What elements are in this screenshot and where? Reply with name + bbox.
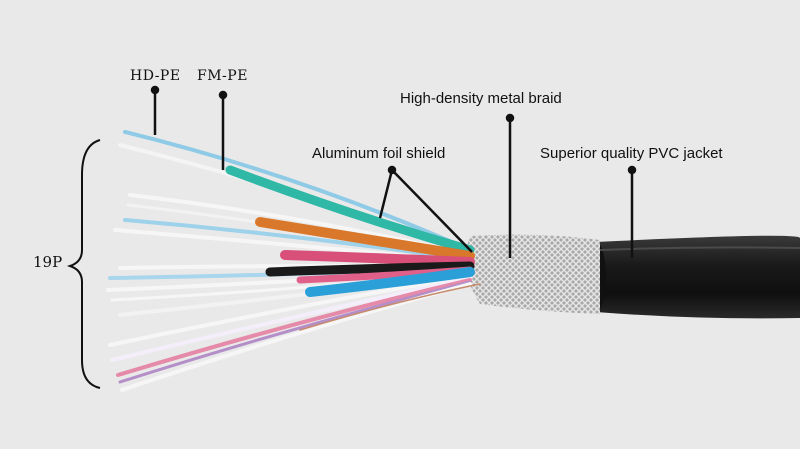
brace-19p (66, 139, 101, 389)
pointer-lines (150, 85, 637, 258)
metal-braid (465, 234, 600, 314)
aluminum-foil-shield-label: Aluminum foil shield (312, 145, 446, 162)
pvc-jacket-label: Superior quality PVC jacket (540, 145, 723, 162)
conductor-count-label: 19P (33, 253, 63, 271)
hd-pe-label: HD-PE (130, 68, 181, 84)
fm-pe-label: FM-PE (197, 68, 248, 84)
foil-pairs (225, 165, 475, 297)
metal-braid-label: High-density metal braid (400, 90, 562, 107)
pvc-jacket (586, 235, 800, 319)
